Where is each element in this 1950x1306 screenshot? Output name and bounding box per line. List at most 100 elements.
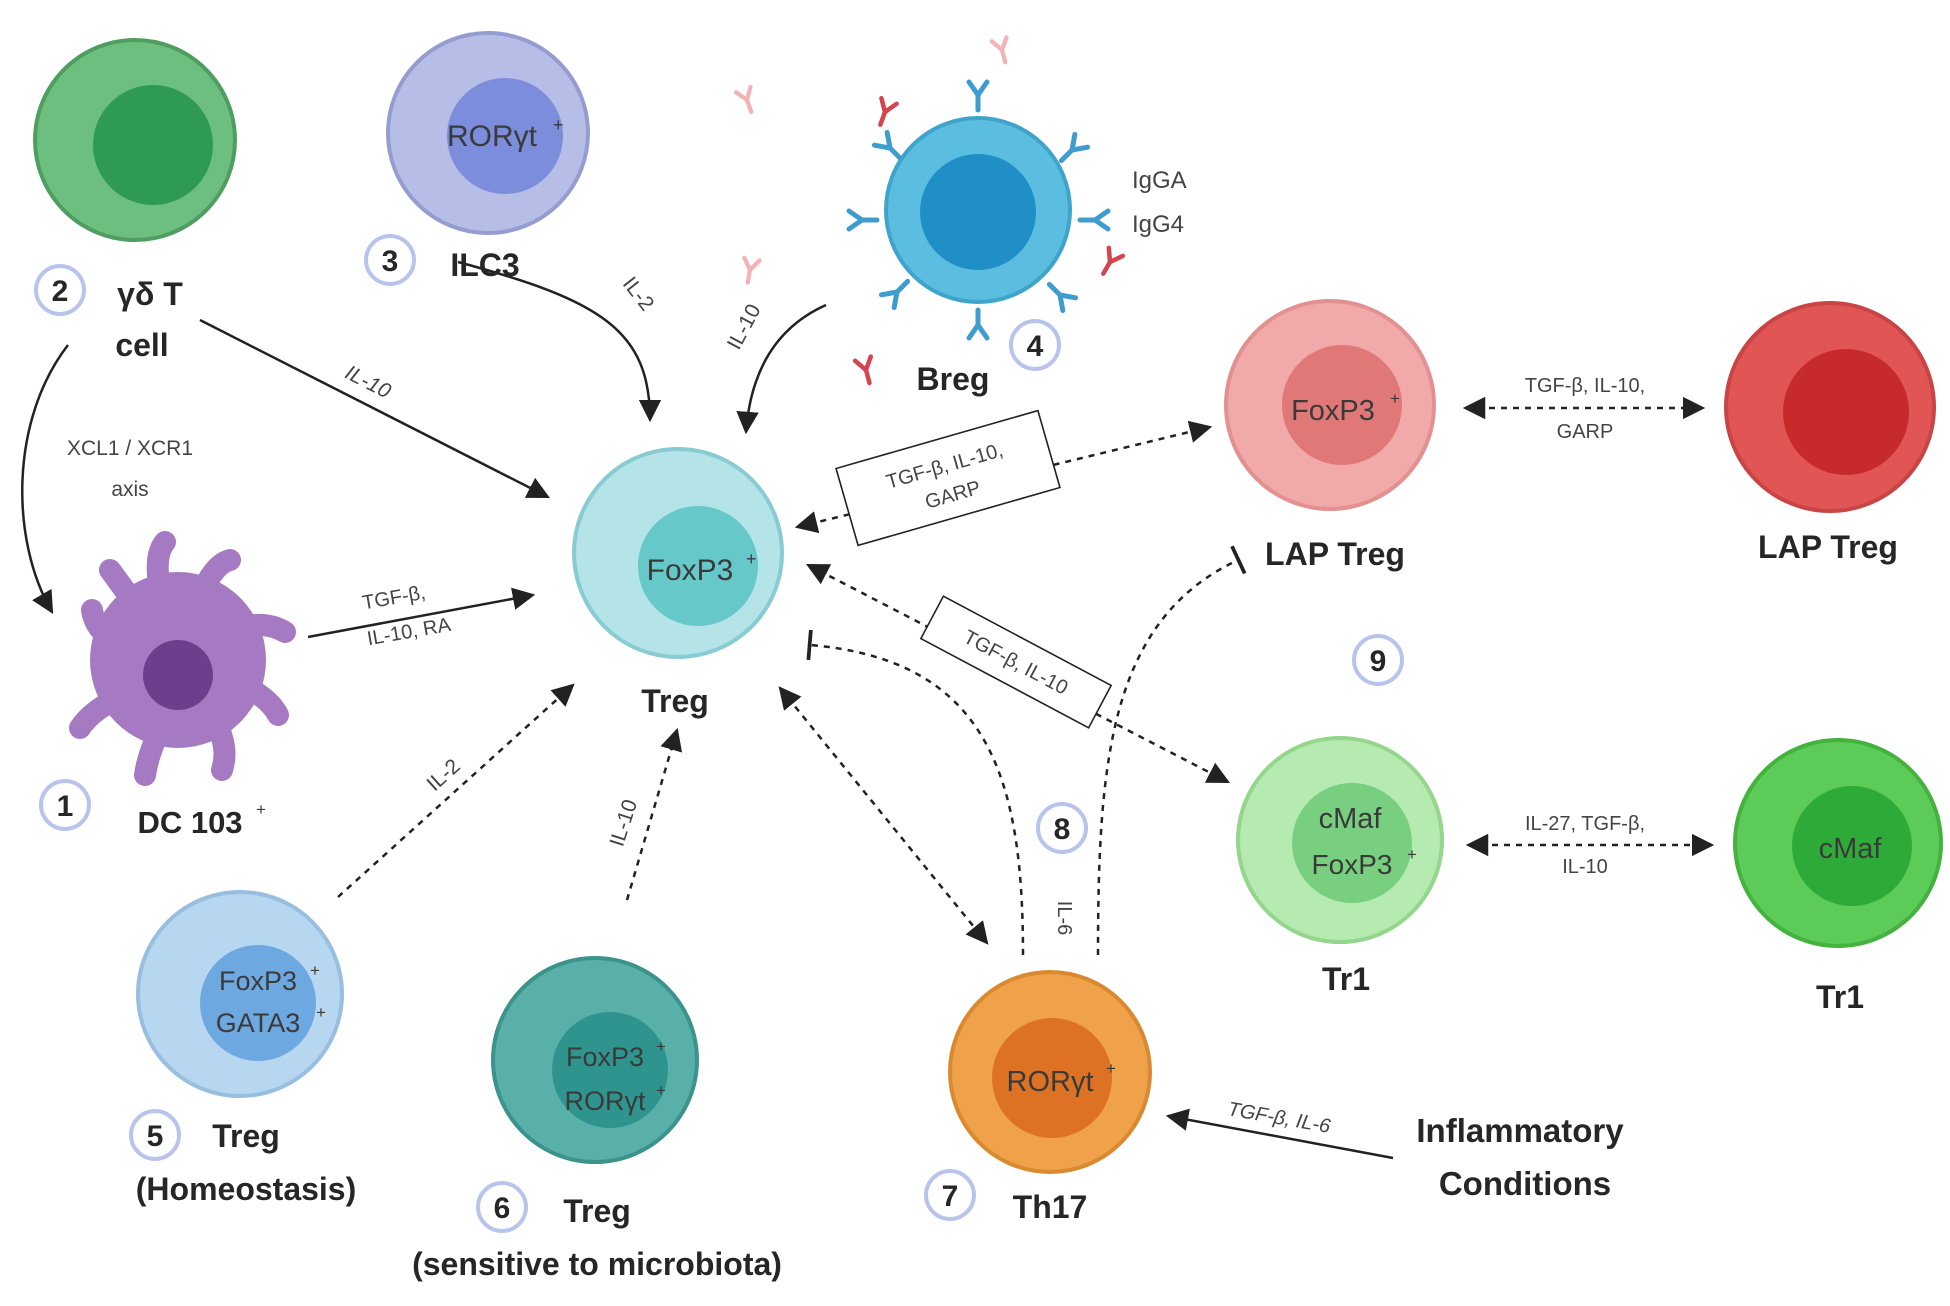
treg5-label-2: (Homeostasis)	[136, 1171, 357, 1207]
tr1a-nucleus	[1292, 783, 1412, 903]
breg-nucleus	[920, 154, 1036, 270]
cytokine-box-2: TGF-β, IL-10	[919, 595, 1113, 729]
treg5-label-1: Treg	[212, 1118, 280, 1154]
dc-label-1: TGF-β,	[361, 582, 428, 615]
tr1a-marker1: cMaf	[1319, 803, 1383, 835]
antibody-icon	[855, 357, 877, 386]
svg-text:3: 3	[382, 245, 399, 278]
svg-text:8: 8	[1054, 813, 1071, 846]
treg-th17-arrow	[778, 686, 989, 945]
xcl-arrow	[21, 344, 69, 614]
badge-4: 4	[1009, 319, 1061, 371]
lap-label-2: GARP	[1557, 421, 1614, 443]
il10-treg6-label: IL-10	[605, 797, 642, 850]
tr1-label-1: IL-27, TGF-β,	[1525, 813, 1645, 835]
il6-label: IL-6	[1053, 901, 1075, 935]
dc-treg-arrow	[307, 587, 536, 639]
ig1-label: IgGA	[1132, 167, 1187, 194]
antibody-icon	[736, 87, 759, 115]
badge-7: 7	[924, 1169, 976, 1221]
antibody-icon	[1096, 248, 1123, 278]
gd-t-cell	[33, 38, 237, 242]
gd-label-2: cell	[115, 327, 168, 363]
treg5-sup1: +	[310, 961, 320, 980]
svg-text:9: 9	[1370, 645, 1387, 678]
antibody-icon	[740, 258, 759, 284]
badge-8: 8	[1036, 802, 1088, 854]
tr1a-label: Tr1	[1322, 961, 1370, 997]
th17-lap-inhibit	[1096, 545, 1247, 956]
treg5-cell: FoxP3 GATA3 + +	[136, 890, 344, 1098]
breg-cell	[849, 82, 1108, 338]
th17-label: Th17	[1013, 1189, 1088, 1225]
th17-cell: RORγt +	[948, 970, 1152, 1174]
treg6-marker1: FoxP3	[566, 1042, 644, 1072]
lap2-label: LAP Treg	[1758, 529, 1898, 565]
cytokine-box-1: TGF-β, IL-10, GARP	[835, 409, 1061, 547]
il2-ilc3-label: IL-2	[618, 273, 658, 316]
th17-marker: RORγt	[1007, 1066, 1094, 1098]
ig2-label: IgG4	[1132, 211, 1184, 238]
ilc3-treg-arrow	[457, 260, 662, 423]
gd-label-1: γδ T	[117, 276, 183, 312]
ilc3-nucleus	[447, 78, 563, 194]
treg6-treg-arrow	[625, 727, 683, 901]
treg6-sup1: +	[656, 1037, 666, 1056]
gd-nucleus	[93, 85, 213, 205]
svg-text:2: 2	[52, 275, 69, 308]
tr1b-nucleus	[1792, 786, 1912, 906]
tr1b-label: Tr1	[1816, 979, 1864, 1015]
svg-text:6: 6	[494, 1192, 511, 1225]
treg5-nucleus	[200, 945, 316, 1061]
svg-text:4: 4	[1027, 330, 1044, 363]
badge-6: 6	[476, 1181, 528, 1233]
treg6-nucleus	[552, 1012, 668, 1128]
xcl-line2: axis	[111, 478, 148, 501]
th17-nucleus	[992, 1018, 1112, 1138]
svg-text:1: 1	[57, 790, 74, 823]
lap1-nucleus	[1282, 345, 1402, 465]
inflammatory-line2: Conditions	[1439, 1165, 1611, 1202]
lap1-marker: FoxP3	[1291, 395, 1375, 427]
badge-1: 1	[39, 779, 91, 831]
th17-treg-inhibit	[806, 629, 1025, 956]
treg-marker: FoxP3	[647, 554, 734, 587]
lap1-label: LAP Treg	[1265, 536, 1405, 572]
lap-label-1: TGF-β, IL-10,	[1525, 375, 1645, 397]
tr1a-sup: +	[1407, 845, 1417, 864]
treg-nucleus	[638, 506, 758, 626]
th17-input-label: TGF-β, IL-6	[1226, 1098, 1333, 1138]
svg-text:7: 7	[942, 1180, 959, 1213]
treg5-marker1: FoxP3	[219, 966, 297, 996]
treg-sup: +	[746, 549, 757, 569]
th17-sup: +	[1106, 1059, 1116, 1078]
treg6-cell: FoxP3 RORγt + +	[491, 956, 699, 1164]
badge-2: 2	[34, 264, 86, 316]
badge-9: 9	[1352, 634, 1404, 686]
badge-5: 5	[129, 1109, 181, 1161]
lap2-nucleus	[1783, 349, 1909, 475]
xcl-line1: XCL1 / XCR1	[67, 437, 193, 460]
treg6-label-2: (sensitive to microbiota)	[412, 1246, 782, 1282]
tr1a-marker2: FoxP3	[1312, 849, 1393, 880]
treg6-marker2: RORγt	[565, 1086, 646, 1116]
treg6-label-1: Treg	[563, 1193, 631, 1229]
gd-treg-arrow	[199, 318, 551, 499]
ilc3-label: ILC3	[450, 247, 519, 283]
ilc3-marker: RORγt	[447, 120, 538, 153]
inflammatory-line1: Inflammatory	[1416, 1112, 1624, 1149]
dc-label: DC 103	[137, 805, 242, 840]
tr1-label-2: IL-10	[1562, 856, 1608, 878]
treg-center-label: Treg	[641, 683, 709, 719]
tr1-cell-2: cMaf	[1733, 738, 1943, 948]
antibody-icon	[992, 37, 1013, 64]
svg-text:5: 5	[147, 1120, 164, 1153]
antibody-icon	[873, 98, 897, 127]
lap-treg-cell-2	[1724, 301, 1936, 513]
breg-treg-arrow	[736, 303, 827, 435]
dc-sup: +	[256, 800, 266, 819]
treg6-sup2: +	[656, 1081, 666, 1100]
ilc3-cell: RORγt +	[386, 31, 590, 235]
dc-nucleus	[143, 640, 213, 710]
